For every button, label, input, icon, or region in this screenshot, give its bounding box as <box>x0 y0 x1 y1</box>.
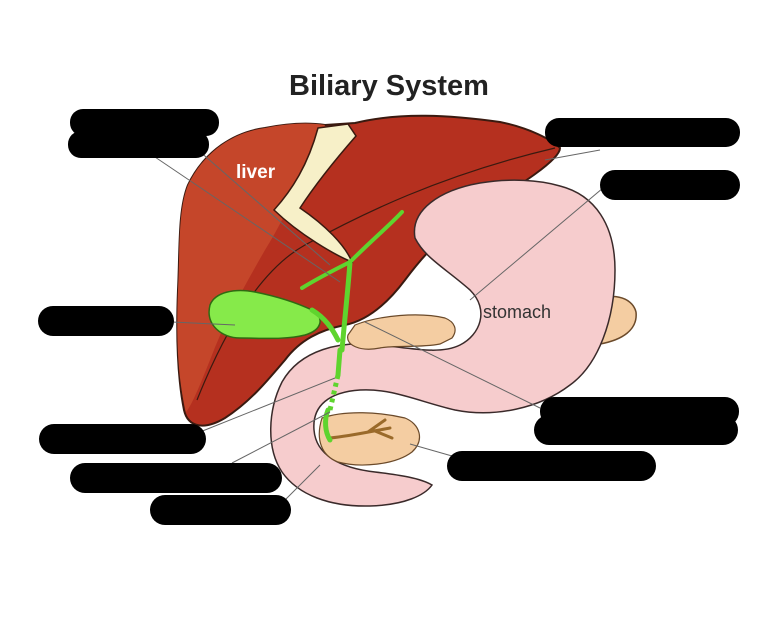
hidden-label-blank-6 <box>39 424 206 454</box>
hidden-label-blank-8 <box>150 495 291 525</box>
left-hepatic-duct <box>348 210 404 264</box>
common-hepatic-duct <box>339 259 353 353</box>
pancreas-head <box>318 412 421 466</box>
stomach-label: stomach <box>483 302 551 322</box>
hidden-label-blank-10 <box>534 415 738 445</box>
liver-label: liver <box>236 162 276 183</box>
ampulla-duct <box>323 407 333 443</box>
diagram-title: Biliary System <box>289 70 489 102</box>
pointer-line-liver-fissure <box>197 149 331 266</box>
right-hepatic-duct <box>300 260 352 290</box>
hidden-label-blank-7 <box>70 463 282 493</box>
hidden-label-blank-2 <box>68 131 209 158</box>
pointer-line-stomach <box>469 187 604 301</box>
pancreas <box>347 314 456 350</box>
pointer-line-sphincter <box>284 464 321 501</box>
hidden-label-blank-3 <box>545 118 740 147</box>
pointer-line-pancreas-duct <box>364 321 541 409</box>
common-bile-duct <box>335 347 343 378</box>
pointer-lines <box>151 149 604 501</box>
pointer-line-right <box>544 149 601 161</box>
pointer-line-duodenum <box>231 411 331 464</box>
pointer-line-hepatic-duct <box>151 154 341 283</box>
hidden-label-blanks <box>38 109 740 525</box>
hidden-label-blank-4 <box>600 170 740 200</box>
pancreatic-duct <box>328 418 394 440</box>
pointer-line-pancreas <box>409 443 453 457</box>
hidden-label-blank-1 <box>70 109 219 136</box>
cystic-duct <box>309 307 341 343</box>
pointer-line-left-lower <box>199 377 336 433</box>
hidden-label-blank-5 <box>38 306 174 336</box>
gallbladder <box>208 289 321 340</box>
pointer-line-gallbladder <box>171 321 236 326</box>
common-bile-duct-hidden <box>327 374 341 411</box>
hidden-label-blank-11 <box>447 451 656 481</box>
